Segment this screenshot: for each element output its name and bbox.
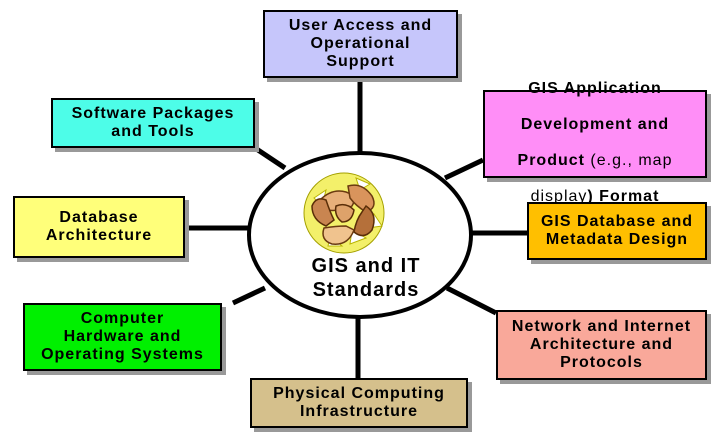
- box-hardware-label: Computer Hardware and Operating Systems: [41, 310, 204, 363]
- box-user-access-label: User Access and Operational Support: [288, 17, 433, 70]
- box-gis-app: GIS Application Development and Product …: [483, 80, 707, 205]
- center-title: GIS and IT Standards: [311, 255, 421, 301]
- box-database-arch-label: Database Architecture: [45, 209, 153, 244]
- box-network: Network and Internet Architecture and Pr…: [496, 310, 707, 380]
- box-gis-db: GIS Database and Metadata Design: [527, 202, 707, 260]
- spoke-software: [253, 145, 287, 171]
- box-physical-label: Physical Computing Infrastructure: [273, 385, 445, 420]
- box-software-label: Software Packages and Tools: [71, 105, 235, 140]
- box-database-arch: Database Architecture: [13, 196, 185, 258]
- spoke-network: [445, 285, 498, 316]
- joined-hands-globe-icon: [303, 172, 385, 254]
- spoke-hardware: [231, 285, 267, 306]
- box-gis-app-label: GIS Application Development and Product …: [517, 80, 673, 205]
- spoke-gis-app: [443, 157, 485, 181]
- box-user-access: User Access and Operational Support: [263, 10, 458, 78]
- box-physical: Physical Computing Infrastructure: [250, 378, 468, 428]
- box-hardware: Computer Hardware and Operating Systems: [23, 303, 222, 371]
- box-network-label: Network and Internet Architecture and Pr…: [511, 318, 692, 371]
- box-gis-db-label: GIS Database and Metadata Design: [540, 213, 694, 248]
- box-software: Software Packages and Tools: [51, 98, 255, 148]
